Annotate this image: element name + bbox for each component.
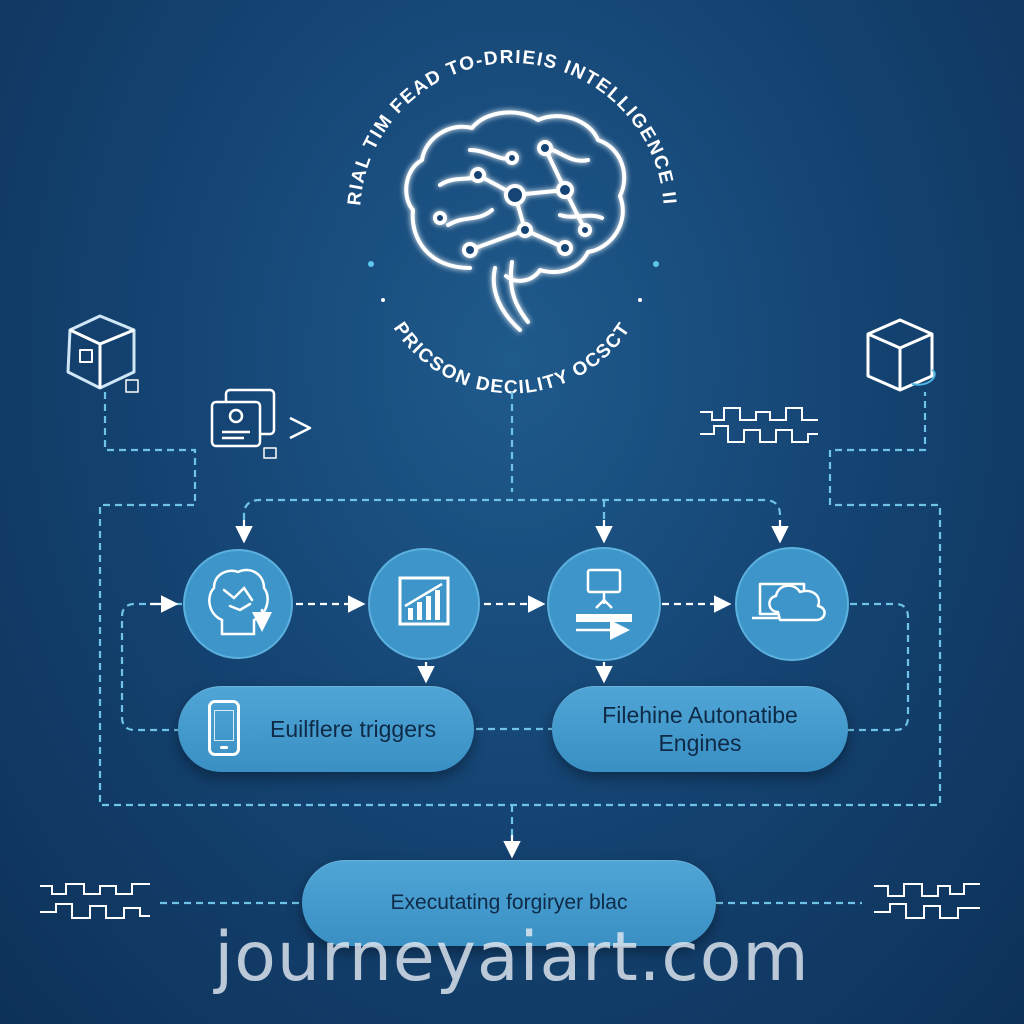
execution-label: Executating forgiryer blac xyxy=(390,891,628,914)
header-arc-bottom-text: PRICSON DECILITY OCSCT xyxy=(389,319,635,399)
cloud-laptop-icon xyxy=(752,582,826,622)
circuit-icon-bottom-right xyxy=(874,883,980,919)
circuit-icon-top-right xyxy=(700,407,818,443)
header-dot-right xyxy=(653,261,659,267)
header-dot-bottom-right xyxy=(638,298,642,302)
brain-head-icon xyxy=(208,568,272,636)
step-node-4 xyxy=(735,547,849,661)
event-triggers-pill: Euilflere triggers xyxy=(178,686,474,772)
cube-icon-right xyxy=(866,318,936,392)
header-arc-top-text: RIAL TIM FEAD TO-DRIEIS INTELLIGENCE II xyxy=(344,47,680,207)
server-monitor-icon xyxy=(576,568,632,640)
brain-network-icon xyxy=(404,110,627,332)
watermark-text: journeyaiart.com xyxy=(214,918,810,997)
cube-icon-left xyxy=(66,314,139,393)
automation-engines-pill: Filehine Autonatibe Engines xyxy=(552,686,848,772)
step-node-3 xyxy=(547,547,661,661)
step-node-1 xyxy=(183,549,293,659)
header-dot-bottom-left xyxy=(381,298,385,302)
circuit-icon-bottom-left xyxy=(40,883,150,919)
execution-pill: Executating forgiryer blac xyxy=(302,860,716,946)
event-triggers-label: Euilflere triggers xyxy=(270,716,437,742)
id-card-icon xyxy=(210,388,312,459)
smartphone-icon xyxy=(208,700,240,756)
automation-engines-label-line1: Filehine Autonatibe xyxy=(602,702,798,728)
header-dot-left xyxy=(368,261,374,267)
bar-chart-icon xyxy=(398,576,450,626)
step-node-2 xyxy=(368,548,480,660)
connector-lines xyxy=(98,392,942,905)
flow-arrows xyxy=(150,520,789,859)
automation-engines-label-line2: Engines xyxy=(658,730,742,756)
